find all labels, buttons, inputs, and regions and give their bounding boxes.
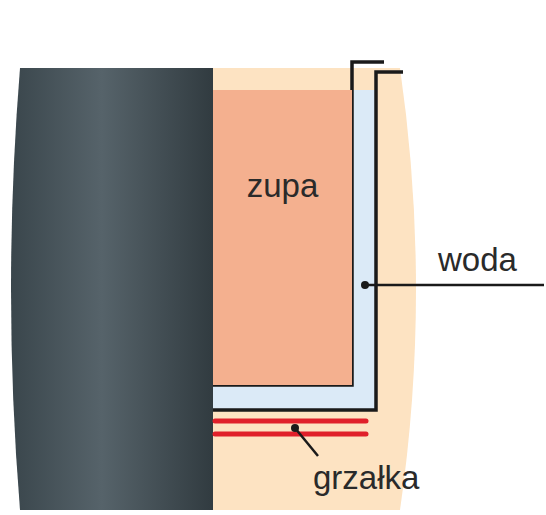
- part-label: grzałka: [313, 460, 419, 496]
- outer-housing: [213, 68, 416, 510]
- pot-outside: [11, 68, 213, 510]
- soup-region: zupa: [213, 90, 352, 385]
- heater-coil: [215, 419, 366, 424]
- water: [213, 90, 376, 410]
- inner-pot-wall: [213, 62, 384, 385]
- part-label: woda: [438, 242, 517, 278]
- node-text: zupa: [247, 168, 319, 204]
- heater-coil: [215, 432, 366, 437]
- water-jacket-wall: [213, 72, 403, 410]
- leader-line: [365, 284, 544, 287]
- leader-line: [295, 428, 318, 456]
